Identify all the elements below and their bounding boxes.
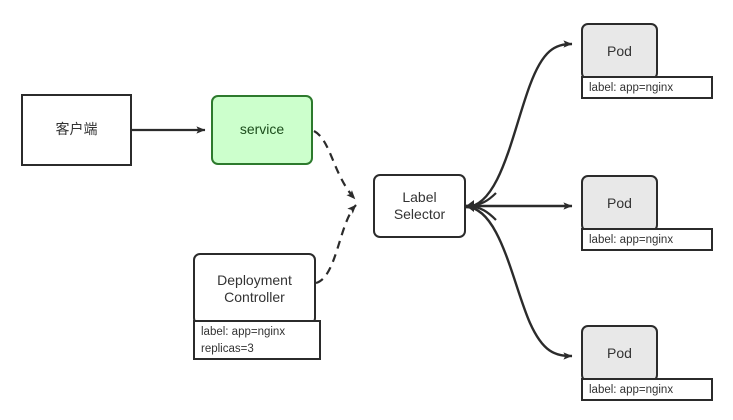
chip-pod-bottom-label: label: app=nginx [581,378,713,401]
node-pod-top[interactable]: Pod [581,23,658,80]
node-client[interactable]: 客户端 [21,94,132,166]
node-pod-bottom[interactable]: Pod [581,325,658,382]
node-label-selector[interactable]: Label Selector [373,174,466,238]
edge-deployment-controller-to-label-selector [315,204,357,285]
node-pod-middle[interactable]: Pod [581,175,658,232]
edge-label-selector-to-pod-bottom [465,205,573,360]
node-deployment-controller[interactable]: Deployment Controller [193,253,316,325]
chip-pod-middle-label: label: app=nginx [581,228,713,251]
chip-pod-top-label: label: app=nginx [581,76,713,99]
edge-label-selector-to-pod-top [465,40,573,209]
edge-service-to-label-selector [313,130,356,200]
node-service[interactable]: service [211,95,313,165]
edge-fan-junction [465,192,497,221]
chip-deployment-controller-labels: label: app=nginx replicas=3 [193,320,321,360]
